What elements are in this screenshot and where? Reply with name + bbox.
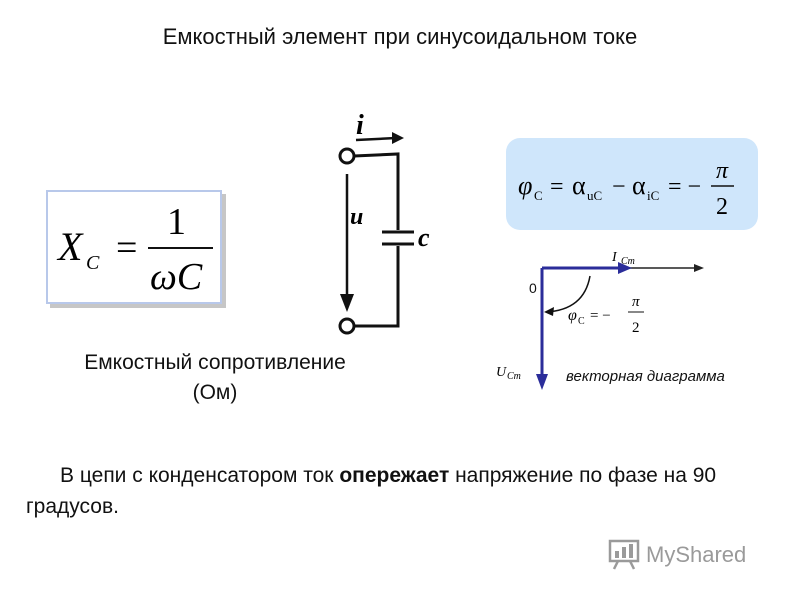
origin-label: 0 [529, 280, 537, 296]
top-wire [353, 152, 400, 230]
body-text-bold: опережает [339, 464, 450, 487]
body-text-end: напряжение по фазе на 90 градусов. [26, 464, 717, 518]
angle-arrowhead [544, 307, 554, 316]
watermark-text: MyShared [646, 542, 746, 567]
reactance-formula-box: X C = 1 ωC [46, 190, 222, 304]
voltage-label: u [350, 204, 363, 230]
reactance-caption-line1: Емкостный сопротивление [84, 351, 346, 374]
angle-denominator: 2 [632, 320, 640, 336]
reactance-formula: X C = 1 ωC [56, 201, 213, 298]
bottom-wire [354, 246, 400, 328]
alpha-i: α [632, 171, 646, 200]
svg-text:=: = [550, 174, 564, 200]
alpha-i-sub: iC [647, 188, 659, 203]
svg-text:= −: = − [668, 174, 701, 200]
angle-sub: C [578, 316, 585, 327]
svg-text:= −: = − [590, 308, 611, 324]
svg-text:−: − [612, 174, 626, 200]
current-vector-sub: Cm [621, 256, 635, 267]
phase-formula-box: φ C = α uC − α iC = − π 2 [506, 138, 758, 230]
current-arrowhead [392, 132, 404, 144]
formula-equals: = [116, 227, 137, 269]
watermark-icon [608, 539, 640, 570]
current-vector-arrowhead [618, 262, 632, 274]
alpha-u: α [572, 171, 586, 200]
phase-formula: φ C = α uC − α iC = − π 2 [518, 158, 734, 220]
capacitor-label: c [418, 223, 430, 252]
reactance-caption: Емкостный сопротивление (Ом) [40, 348, 390, 408]
formula-denominator: ωC [150, 256, 203, 298]
current-arrow-line [355, 136, 397, 142]
reactance-caption-line2: (Ом) [192, 381, 238, 404]
angle-phi: φ [568, 307, 577, 324]
axis-arrowhead [694, 264, 704, 272]
pi-numerator: π [716, 158, 729, 184]
formula-numerator: 1 [167, 201, 186, 243]
body-paragraph: В цепи с конденсатором ток опережает нап… [26, 460, 786, 522]
watermark: MyShared [606, 537, 776, 571]
capacitor-circuit: i c u [338, 110, 430, 335]
body-text-start: В цепи с конденсатором ток [60, 464, 340, 487]
voltage-arrowhead [340, 294, 354, 312]
alpha-u-sub: uC [587, 188, 602, 203]
voltage-vector-sub: Cm [507, 371, 521, 382]
slide-title: Емкостный элемент при синусоидальном ток… [162, 24, 638, 49]
current-vector-label: I [611, 250, 618, 265]
vector-diagram-caption: векторная диаграмма [566, 368, 725, 385]
watermark-logo: MyShared [608, 539, 746, 570]
voltage-vector-label: U [496, 365, 507, 380]
pi-denominator: 2 [716, 194, 728, 220]
bottom-terminal [338, 317, 356, 335]
current-label: i [356, 110, 364, 141]
phi-sub: C [534, 188, 543, 203]
formula-lhs-sub: C [86, 252, 100, 274]
voltage-vector-arrowhead [536, 374, 548, 390]
vector-diagram: φ C = − π 2 I Cm U Cm [496, 250, 704, 390]
phi-symbol: φ [518, 171, 532, 200]
top-terminal [338, 147, 356, 165]
formula-lhs: X [56, 224, 84, 269]
angle-numerator: π [632, 294, 640, 310]
